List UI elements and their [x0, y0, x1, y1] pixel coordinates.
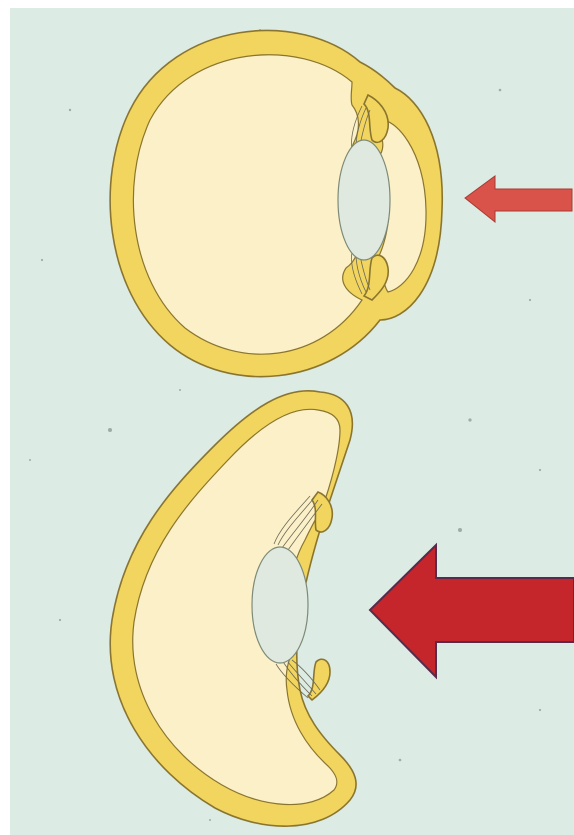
deformed-eye-lens [252, 547, 308, 663]
intact-eye-lens [338, 140, 390, 260]
intact-eye-vitreous [133, 55, 362, 354]
